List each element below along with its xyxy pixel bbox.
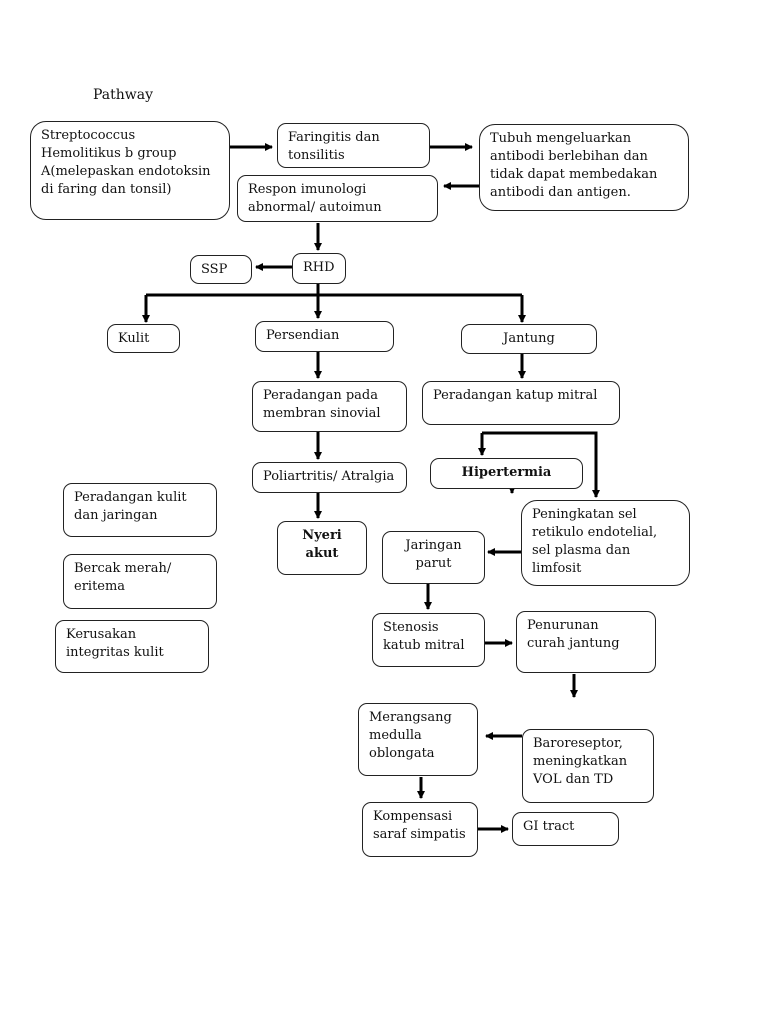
node-penurunan: Penurunan curah jantung <box>516 611 656 673</box>
mitral-loop <box>482 431 600 498</box>
node-kompensasi: Kompensasi saraf simpatis <box>362 802 478 857</box>
node-gi-tract: GI tract <box>512 812 619 846</box>
node-peradangan-mitral: Peradangan katup mitral <box>422 381 620 425</box>
node-kulit: Kulit <box>107 324 180 353</box>
node-rhd: RHD <box>292 253 346 284</box>
node-baroreseptor: Baroreseptor, meningkatkan VOL dan TD <box>522 729 654 803</box>
node-hipertermia: Hipertermia <box>430 458 583 489</box>
node-streptococcus: Streptococcus Hemolitikus b group A(mele… <box>30 121 230 220</box>
node-peradangan-sinovial: Peradangan pada membran sinovial <box>252 381 407 432</box>
node-jaringan-parut: Jaringan parut <box>382 531 485 584</box>
node-stenosis: Stenosis katub mitral <box>372 613 485 667</box>
node-bercak: Bercak merah/ eritema <box>63 554 217 609</box>
node-faringitis: Faringitis dan tonsilitis <box>277 123 430 168</box>
node-persendian: Persendian <box>255 321 394 352</box>
node-peradangan-kulit: Peradangan kulit dan jaringan <box>63 483 217 537</box>
node-respon: Respon imunologi abnormal/ autoimun <box>237 175 438 222</box>
node-ssp: SSP <box>190 255 252 284</box>
node-merangsang: Merangsang medulla oblongata <box>358 703 478 776</box>
node-nyeri: Nyeri akut <box>277 521 367 575</box>
node-kerusakan: Kerusakan integritas kulit <box>55 620 209 673</box>
node-tubuh: Tubuh mengeluarkan antibodi berlebihan d… <box>479 124 689 211</box>
node-peningkatan: Peningkatan sel retikulo endotelial, sel… <box>521 500 690 586</box>
node-poliartritis: Poliartritis/ Atralgia <box>252 462 407 493</box>
diagram-title: Pathway <box>93 87 154 103</box>
node-jantung: Jantung <box>461 324 597 354</box>
